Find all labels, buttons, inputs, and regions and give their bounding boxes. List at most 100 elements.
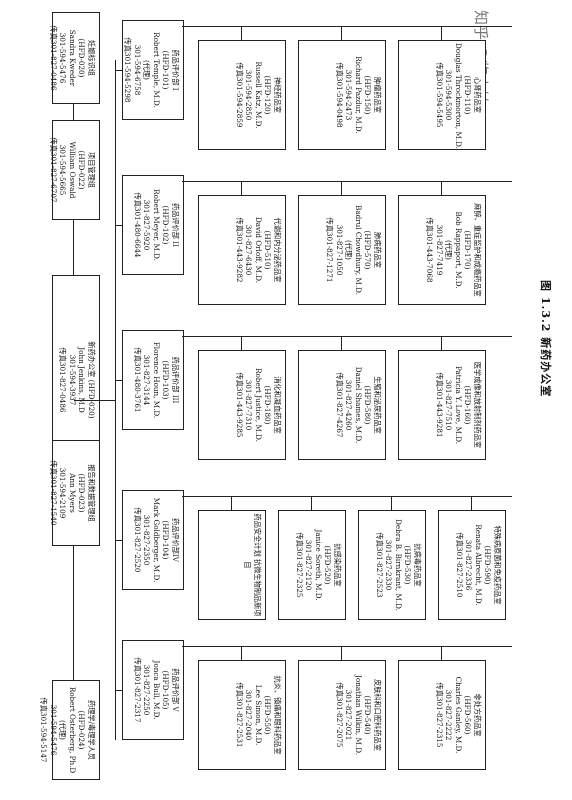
figure-caption: 图 1.3.2 新药办公室 xyxy=(539,280,552,398)
unit-code: (HFD-110) xyxy=(463,75,473,115)
unit-code: (HFD-550) xyxy=(263,695,273,735)
unit-name: 心肾药品室 xyxy=(473,77,482,113)
unit-fax: 传真301-594-5298 xyxy=(123,37,133,103)
division-head-link xyxy=(116,70,122,71)
unit-person: Russell Katz, M.D. xyxy=(254,61,263,129)
unit-note: (代理) xyxy=(344,240,354,260)
unit-name: 代谢和内分泌药品室 xyxy=(273,217,282,283)
unit-name: 药理学/毒理学人员 xyxy=(87,700,96,760)
unit-phone: 301-594-5300 xyxy=(444,69,454,121)
unit-name: 皮肤科和口腔科药品室 xyxy=(373,679,382,751)
unit-code: (HFD-101) xyxy=(161,50,171,90)
unit-phone: 301-827-4260 xyxy=(344,379,354,431)
sub-unit-link xyxy=(341,181,342,195)
sub-unit-box: 消化和凝血药品室(HFD-180)Robert Justice, M.D.301… xyxy=(198,350,286,460)
sub-unit-link xyxy=(441,336,442,350)
division-spine xyxy=(182,336,512,337)
unit-name: 抗炎、镇痛和眼科药品室 xyxy=(273,675,282,755)
unit-code: (HFD-022) xyxy=(77,150,87,190)
unit-fax: 传真301-827-2317 xyxy=(133,657,142,723)
unit-phone: 301-827-2336 xyxy=(464,539,474,591)
unit-name: 药品安全计划 抗微生物制品新项目 xyxy=(243,513,263,617)
unit-phone: 301-827-2222 xyxy=(444,689,454,741)
unit-name: 肿瘤药品室 xyxy=(373,77,382,113)
unit-phone: 301-827-2120 xyxy=(304,539,314,591)
unit-name: 妊娠标识组 xyxy=(87,40,96,76)
sub-unit-box: 抗炎、镇痛和眼科药品室(HFD-550)Lee Simon, M.D.301-8… xyxy=(198,660,286,770)
unit-person: Daniel Shames, M.D. xyxy=(354,366,363,444)
unit-person: Robert Temple, M.D. xyxy=(152,32,161,108)
unit-person: Charles Ganley, M.D. xyxy=(454,676,463,754)
unit-note: (代理) xyxy=(444,240,454,260)
unit-fax: 传真301-827-1271 xyxy=(325,217,335,283)
unit-person: Lee Simon, M.D. xyxy=(254,684,263,746)
unit-code: (HFD-520) xyxy=(323,545,333,585)
sub-unit-box: 皮肤科和口腔科药品室(HFD-540)Jonathan Wilkin, M.D.… xyxy=(298,660,386,770)
unit-code: (HFD-150) xyxy=(363,75,373,115)
unit-fax: 传真301-827-2520 xyxy=(133,507,142,573)
unit-person: Badrul Chowdhury, M.D. xyxy=(354,205,363,295)
unit-person: Robert Osterberg, Ph.D xyxy=(68,686,77,774)
sub-unit-box: 神经药品室(HFD-120)Russell Katz, M.D.301-594-… xyxy=(198,40,286,150)
sub-unit-link xyxy=(241,646,242,660)
unit-fax: 传真301-480-3761 xyxy=(133,347,142,413)
division-head-box: 药品评价部IV(HFD-104)Mark Goldberger, M.D.301… xyxy=(122,490,184,590)
unit-fax: 传真301-594-5495 xyxy=(435,62,444,128)
main-to-division-link xyxy=(74,400,116,401)
unit-person: Robert Meyer, M.D. xyxy=(152,189,161,261)
unit-phone: 301-594-2473 xyxy=(344,69,354,121)
unit-fax: 传真301-594-2859 xyxy=(235,62,244,128)
unit-code: (HFD-540) xyxy=(363,695,373,735)
unit-name: 药品评价部 V xyxy=(171,668,180,712)
unit-person: Douglas Throckmorton, M.D. xyxy=(454,43,463,149)
sub-unit-box: 肺病药品室(HFD-570)Badrul Chowdhury, M.D.(代理)… xyxy=(298,195,386,305)
sub-unit-box: 非处方药品室(HFD-560)Charles Ganley, M.D.301-8… xyxy=(398,660,486,770)
sub-unit-box: 麻醉、重症监护和成瘾药品室(HFD-170)Bob Rappaport, M.D… xyxy=(398,195,486,305)
unit-fax: 传真301-443-9282 xyxy=(235,217,244,283)
division-spine xyxy=(182,181,512,182)
unit-fax: 传真301-594-5147 xyxy=(39,697,49,763)
unit-code: (HFD-570) xyxy=(363,230,373,270)
division-head-link xyxy=(116,690,122,691)
sub-unit-link xyxy=(241,336,242,350)
division-head-box: 药品评价部 I(HFD-101)Robert Temple, M.D.(代理)3… xyxy=(122,20,184,120)
unit-fax: 传真301-827-6707 xyxy=(49,137,58,203)
unit-code: (HFD-510) xyxy=(263,230,273,270)
unit-name: 消化和凝血药品室 xyxy=(273,376,282,434)
unit-person: Renata Albrecht, M.D. xyxy=(474,524,483,606)
unit-name: 药品评价部 III xyxy=(171,356,180,404)
unit-fax: 传真301-443-9285 xyxy=(235,372,244,438)
unit-fax: 传真301-827-2523 xyxy=(375,532,384,598)
division-head-box: 药品评价部 III(HFD-103)Florence Houn, M.D.301… xyxy=(122,330,184,430)
unit-code: (HFD-590) xyxy=(483,545,493,585)
unit-phone: 301-827-7510 xyxy=(444,379,454,431)
division-head-link xyxy=(116,225,122,226)
unit-phone: 301-827-2330 xyxy=(384,539,394,591)
sub-unit-box: 生殖和泌尿药品室(HFD-580)Daniel Shames, M.D.301-… xyxy=(298,350,386,460)
unit-name: 麻醉、重症监护和成瘾药品室 xyxy=(473,203,482,297)
sub-unit-link xyxy=(441,181,442,195)
unit-code: (HFD-020) xyxy=(77,38,87,78)
unit-phone: 301-827-7310 xyxy=(244,379,254,431)
unit-person: Ann Myers xyxy=(68,473,77,513)
unit-person: Debra B. Birnkrant, M.D. xyxy=(394,519,403,611)
unit-fax: 传真301-827-2075 xyxy=(335,682,344,748)
sub-unit-link xyxy=(241,26,242,40)
unit-person: Bob Rappaport, M.D. xyxy=(454,211,463,289)
sub-unit-link xyxy=(341,26,342,40)
division-spine xyxy=(182,646,512,647)
unit-name: 抗感染药品室 xyxy=(333,543,342,587)
sub-unit-box: 代谢和内分泌药品室(HFD-510)David Orloff, M.D.301-… xyxy=(198,195,286,305)
unit-name: 抗病毒药品室 xyxy=(413,543,422,587)
unit-fax: 传真301-827-0486 xyxy=(49,25,58,91)
unit-code: (HFD-104) xyxy=(161,520,171,560)
unit-code: (HFD-580) xyxy=(363,385,373,425)
unit-name: 肺病药品室 xyxy=(373,232,382,268)
unit-person: Jonca Bull, M.D. xyxy=(152,660,161,720)
unit-phone: 301-827-3144 xyxy=(142,354,152,406)
top-office-box: 药理学/毒理学人员(HFD-024)Robert Osterberg, Ph.D… xyxy=(40,680,100,780)
unit-phone: 301-827-5920 xyxy=(142,199,152,251)
unit-name: 医学成像和放射制剂药品室 xyxy=(473,361,482,449)
